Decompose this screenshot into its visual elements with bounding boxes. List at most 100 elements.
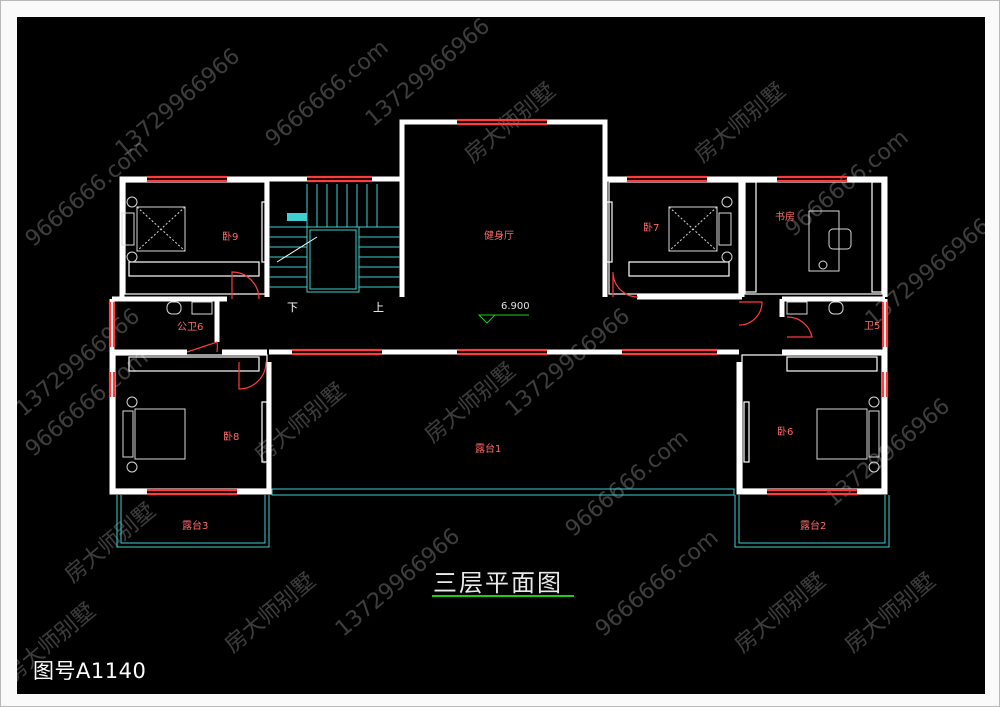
washbasin [191,301,213,315]
stair-treads-right [359,226,400,288]
plan-title-underline [432,595,574,597]
wall-segment [547,119,608,297]
headboard [868,410,880,458]
furniture [121,206,880,460]
headboard [121,212,135,246]
room-label-terrace-1: 露台1 [475,442,501,455]
washbasin [786,301,808,315]
cad-canvas: 9666666.com 13729966966 9666666.com 1372… [17,17,985,694]
toilet [166,301,182,315]
stair-well-inner [309,229,357,290]
nightstand [721,251,733,263]
bookshelf [871,181,883,293]
nightstand [126,461,138,473]
wall-segment [237,362,272,495]
bookshelf [743,181,757,293]
walls [109,119,888,495]
wall-segment [857,299,888,495]
door-swing [238,361,267,390]
bedside-tables [126,196,880,473]
room-label-bedroom-6: 卧6 [777,425,793,438]
wardrobe [128,261,260,277]
window [108,372,116,397]
stair-marker [287,213,307,221]
door-swing [231,271,260,300]
bed [668,206,718,252]
terrace-2-railing [734,495,890,548]
floor-plan: 卧9 健身厅 卧7 书房 公卫6 卫5 卧8 卧6 露台1 露台3 露台2 6.… [108,118,890,548]
window [147,175,227,183]
window [881,302,889,347]
elevation-marker [477,314,529,324]
toilet [828,301,844,315]
room-label-terrace-3: 露台3 [182,519,208,532]
doors [186,271,813,390]
window [457,118,547,126]
room-label-fitness-hall: 健身厅 [484,229,514,242]
terraces [116,488,890,548]
window-sill [606,201,613,263]
nightstand [126,251,138,263]
wall-segment [109,299,147,495]
wardrobe [628,261,730,277]
room-label-bedroom-7: 卧7 [643,221,659,234]
stair-well [306,226,360,293]
headboard [718,212,732,246]
wall-segment [707,176,745,297]
elevation-value: 6.900 [501,301,530,312]
door-swing [738,301,763,326]
bed-pattern [136,206,186,252]
plant [818,260,828,270]
nightstand [126,396,138,408]
desk [808,210,840,272]
window-sill [743,401,750,463]
window [627,175,707,183]
room-label-bath-5: 卫5 [864,321,880,332]
window-sill [261,401,268,463]
window [767,488,857,496]
window [108,302,116,347]
stair-treads-top [306,184,378,227]
wall-segment [119,176,147,207]
room-outline [114,354,268,490]
door-swing [186,341,219,353]
stair-treads-left [269,226,307,288]
terrace-railing [271,488,735,496]
nightstand [126,196,138,208]
staircase [269,184,400,293]
plan-title: 三层平面图 [433,569,563,597]
bed [816,408,868,460]
room-outline [744,181,883,295]
window [147,488,237,496]
stair-arrow [276,236,318,263]
nightstand [721,196,733,208]
room-outline [124,181,266,295]
room-label-bedroom-8: 卧8 [223,430,239,443]
room-label-public-bath: 公卫6 [177,322,203,333]
bed-pattern [668,206,718,252]
wardrobe [128,356,260,372]
room-label-terrace-2: 露台2 [800,519,826,532]
room-outline [741,354,883,490]
bed [134,408,186,460]
wall-segment [399,119,457,179]
window [457,348,547,356]
windows [108,118,889,496]
window-sill [261,201,268,263]
wall-segment [847,176,888,297]
stair-up-label: 上 [373,301,384,314]
nightstand [868,396,880,408]
window [622,348,717,356]
stair-down-label: 下 [287,301,298,314]
room-label-study: 书房 [775,210,795,223]
window [881,372,889,397]
chair [828,228,852,250]
door-swing [786,316,813,338]
headboard [122,410,134,458]
door-swing [612,271,639,298]
room-label-bedroom-9: 卧9 [222,230,238,243]
nightstand [868,461,880,473]
window [777,175,847,183]
drawing-number: 图号A1140 [33,659,147,683]
terrace-3-railing [116,495,270,548]
